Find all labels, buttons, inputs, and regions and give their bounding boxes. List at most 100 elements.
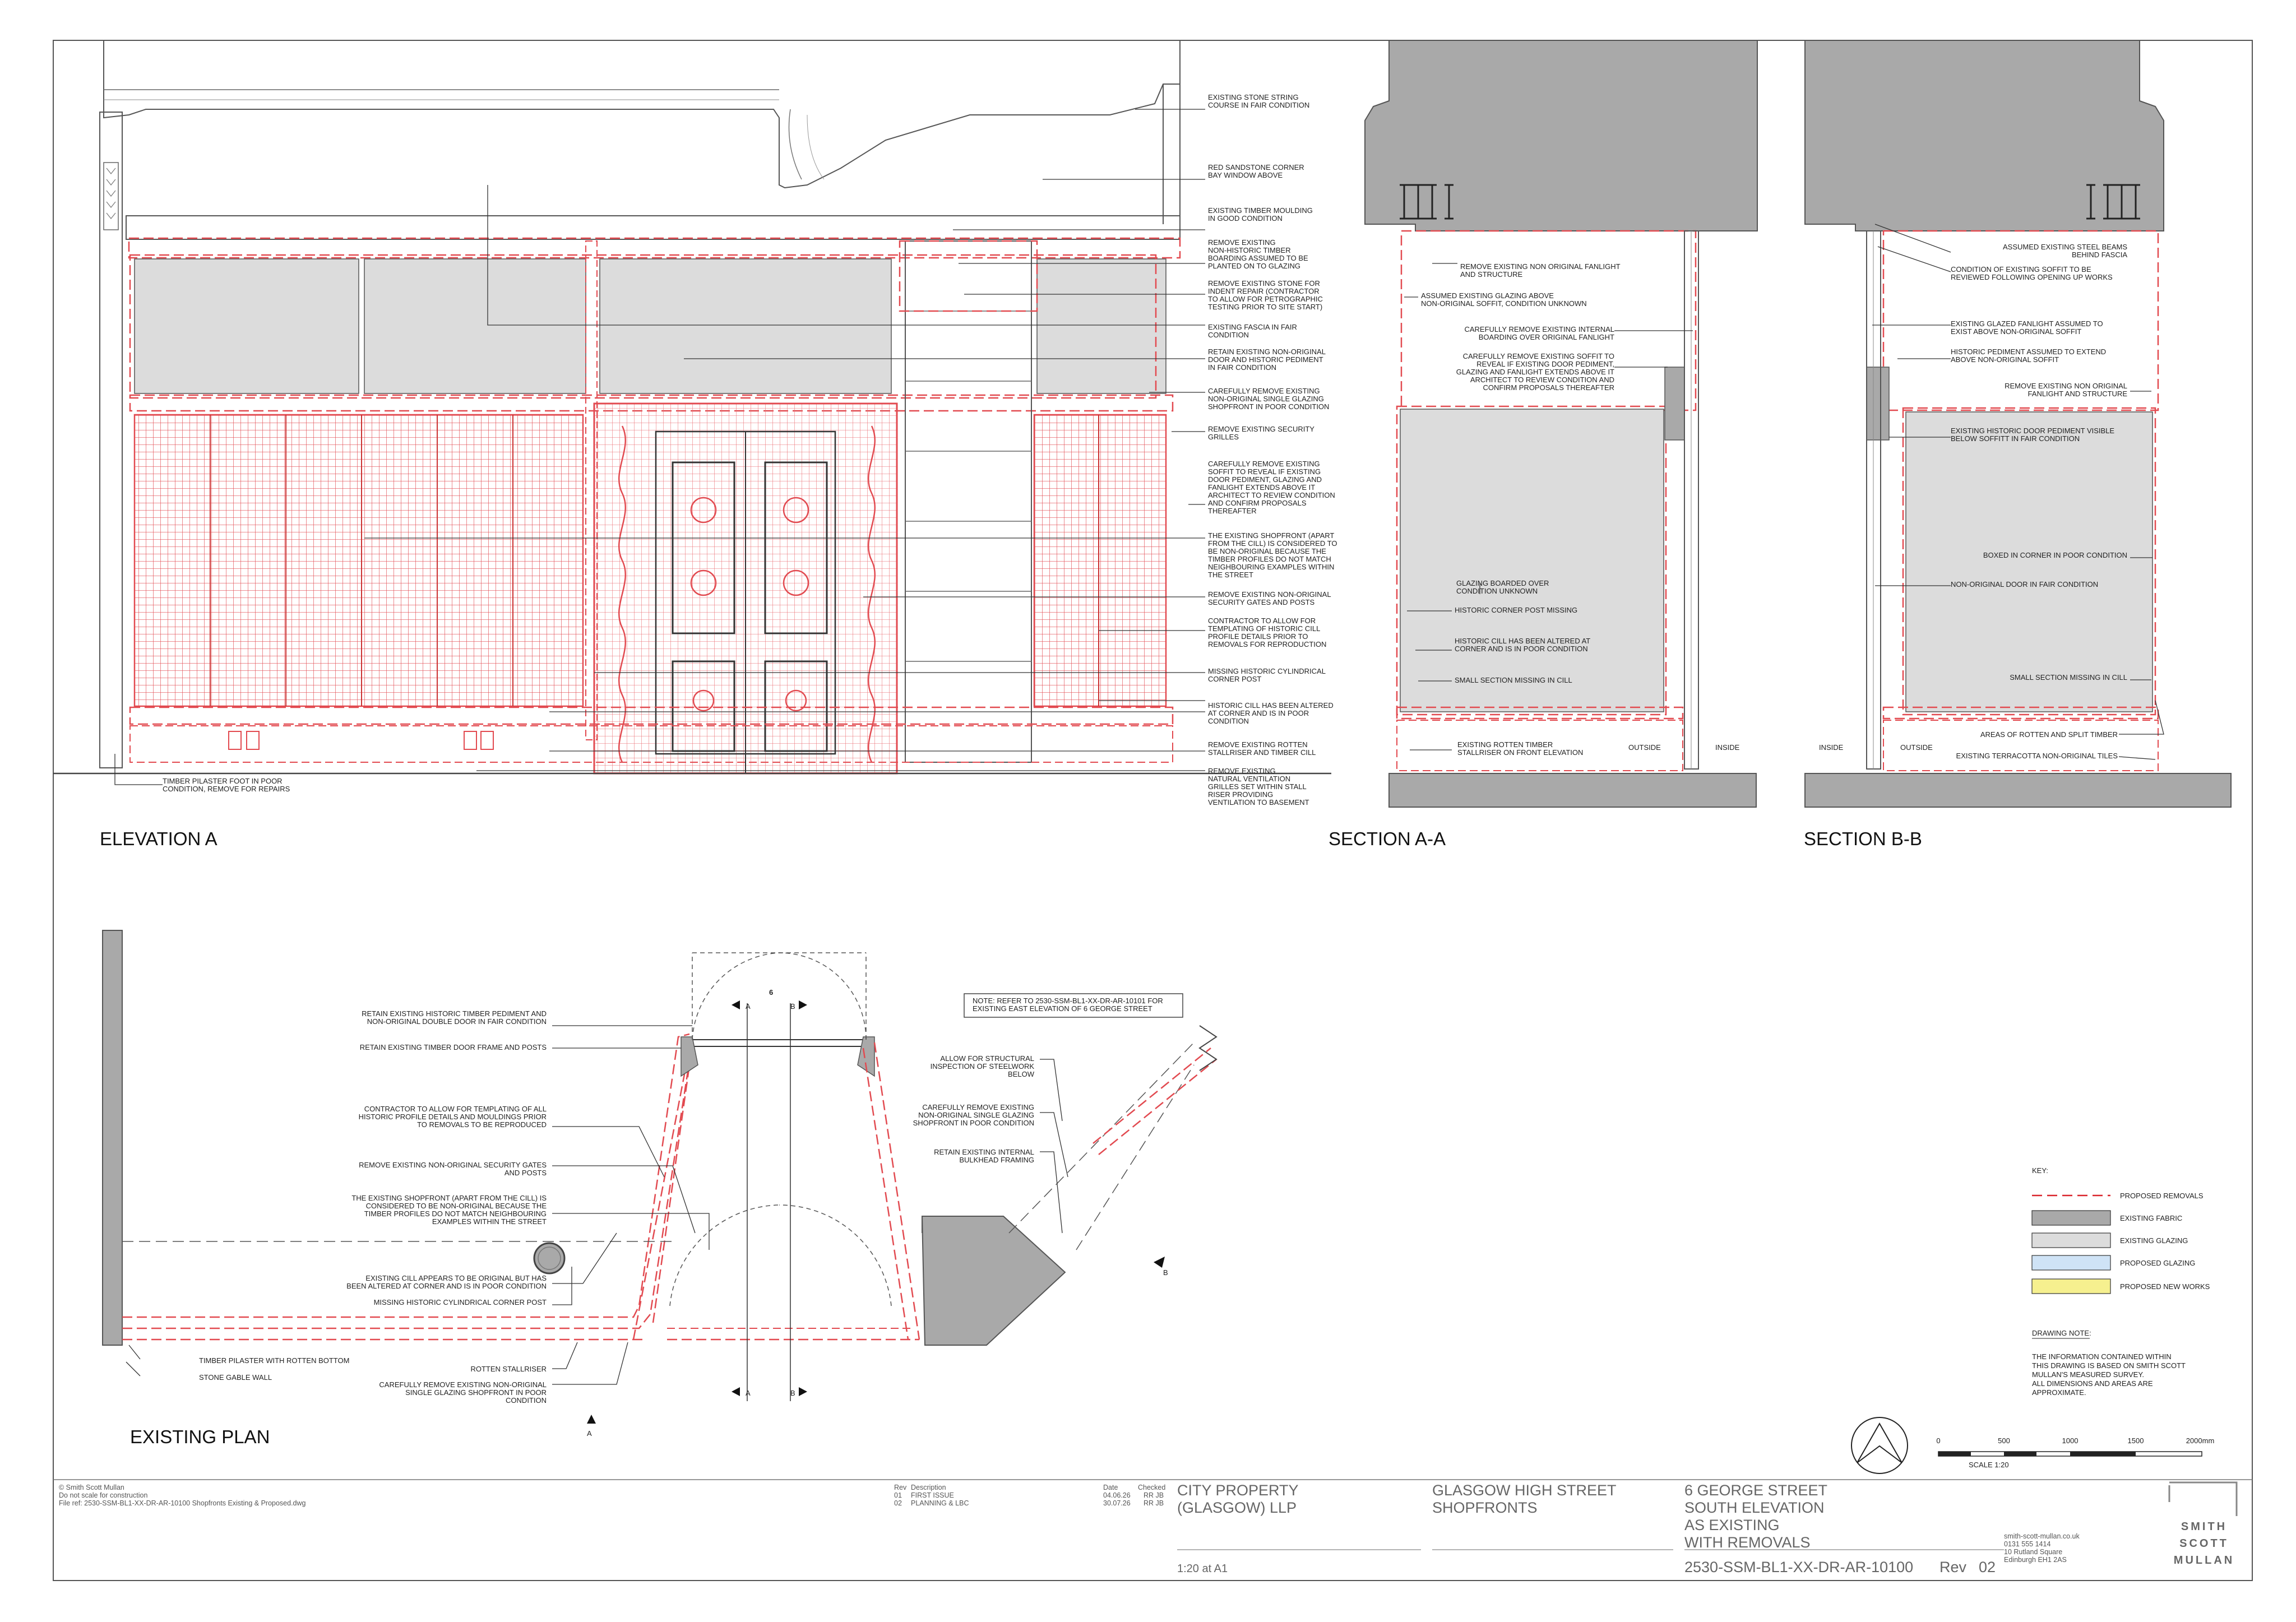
- drawing-scale: 1:20 at A1: [1177, 1563, 1228, 1575]
- rev-value: 02: [1979, 1559, 1996, 1575]
- section-aa-title: SECTION A-A: [1328, 828, 1446, 849]
- section-bb-title: SECTION B-B: [1804, 828, 1922, 849]
- scale-bar-label: SCALE 1:20: [1969, 1461, 2009, 1469]
- section-bb-note: BOXED IN CORNER IN POOR CONDITION: [1983, 551, 2127, 559]
- plan-note: ROTTEN STALLRISER: [470, 1365, 547, 1373]
- logo-word: MULLAN: [2174, 1554, 2234, 1567]
- revision-header: Checked: [1138, 1484, 1165, 1491]
- section-bb-note: EXISTING TERRACOTTA NON-ORIGINAL TILES: [1956, 752, 2118, 760]
- section-marker-b: B: [790, 1389, 795, 1397]
- key-label: PROPOSED NEW WORKS: [2120, 1282, 2210, 1291]
- section-bb-note: NON-ORIGINAL DOOR IN FAIR CONDITION: [1951, 580, 2098, 588]
- scale-bar: [1938, 1451, 2202, 1457]
- scale-tick-label: 0: [1936, 1436, 1940, 1445]
- outside-label: OUTSIDE: [1628, 743, 1661, 752]
- key-legend: [2031, 1194, 2111, 1294]
- plan-note: RETAIN EXISTING HISTORIC TIMBER PEDIMENT…: [362, 1009, 547, 1026]
- revision-cell: RR JB: [1144, 1491, 1164, 1499]
- drawing-note-title: DRAWING NOTE:: [2032, 1329, 2091, 1337]
- section-marker-b: B: [1163, 1268, 1168, 1277]
- key-title: KEY:: [2032, 1166, 2048, 1175]
- scale-tick-label: 1500: [2128, 1436, 2144, 1445]
- plan-note: MISSING HISTORIC CYLINDRICAL CORNER POST: [374, 1298, 547, 1306]
- plan-note: THE EXISTING SHOPFRONT (APART FROM THE C…: [351, 1194, 547, 1226]
- drawing-number: 2530-SSM-BL1-XX-DR-AR-10100: [1684, 1559, 1913, 1575]
- elevation-a: [53, 40, 1331, 785]
- plan-note: STONE GABLE WALL: [199, 1373, 272, 1382]
- plan-note: TIMBER PILASTER WITH ROTTEN BOTTOM: [199, 1356, 349, 1365]
- north-arrow: [1851, 1417, 1908, 1474]
- existing-plan: [102, 930, 1218, 1424]
- revision-cell: RR JB: [1144, 1499, 1164, 1507]
- door-number: 6: [769, 988, 773, 997]
- logo-word: SCOTT: [2179, 1537, 2229, 1550]
- revision-header: Date: [1103, 1484, 1118, 1491]
- client-name: CITY PROPERTY(GLASGOW) LLP: [1177, 1482, 1299, 1516]
- section-bb-note: SMALL SECTION MISSING IN CILL: [2010, 673, 2127, 682]
- section-bb: [1804, 40, 2232, 808]
- revision-cell: 01: [894, 1491, 902, 1499]
- rev-label: Rev: [1939, 1559, 1967, 1575]
- contact-line: 0131 555 1414: [2004, 1540, 2050, 1548]
- section-marker-a: A: [746, 1389, 751, 1397]
- scale-tick-label: 2000mm: [2186, 1436, 2215, 1445]
- outside-label: OUTSIDE: [1900, 743, 1933, 752]
- section-bb-note: AREAS OF ROTTEN AND SPLIT TIMBER: [1980, 730, 2118, 739]
- plan-note: REMOVE EXISTING NON-ORIGINAL SECURITY GA…: [359, 1161, 547, 1177]
- section-marker-b: B: [790, 1002, 795, 1011]
- plan-reference-note: NOTE: REFER TO 2530-SSM-BL1-XX-DR-AR-101…: [973, 997, 1163, 1013]
- revision-cell: 02: [894, 1499, 902, 1507]
- section-marker-a: A: [587, 1429, 592, 1438]
- section-marker-a: A: [746, 1002, 751, 1011]
- inside-label: INSIDE: [1715, 743, 1740, 752]
- revision-header: Rev: [894, 1484, 907, 1491]
- plan-note: EXISTING CILL APPEARS TO BE ORIGINAL BUT…: [346, 1274, 547, 1290]
- plan-note: RETAIN EXISTING TIMBER DOOR FRAME AND PO…: [360, 1043, 547, 1051]
- key-label: EXISTING FABRIC: [2120, 1214, 2182, 1222]
- plan-note: CONTRACTOR TO ALLOW FOR TEMPLATING OF AL…: [359, 1105, 547, 1129]
- disclaimer: Do not scale for construction: [59, 1491, 147, 1499]
- section-aa: [1364, 40, 1758, 808]
- key-label: PROPOSED REMOVALS: [2120, 1192, 2204, 1200]
- section-aa-note: HISTORIC CORNER POST MISSING: [1455, 606, 1577, 614]
- copyright: © Smith Scott Mullan: [59, 1484, 124, 1491]
- company-logo: [2168, 1481, 2238, 1516]
- logo-word: SMITH: [2181, 1521, 2227, 1533]
- elevation-a-title: ELEVATION A: [100, 828, 217, 849]
- contact-line: 10 Rutland Square: [2004, 1548, 2062, 1556]
